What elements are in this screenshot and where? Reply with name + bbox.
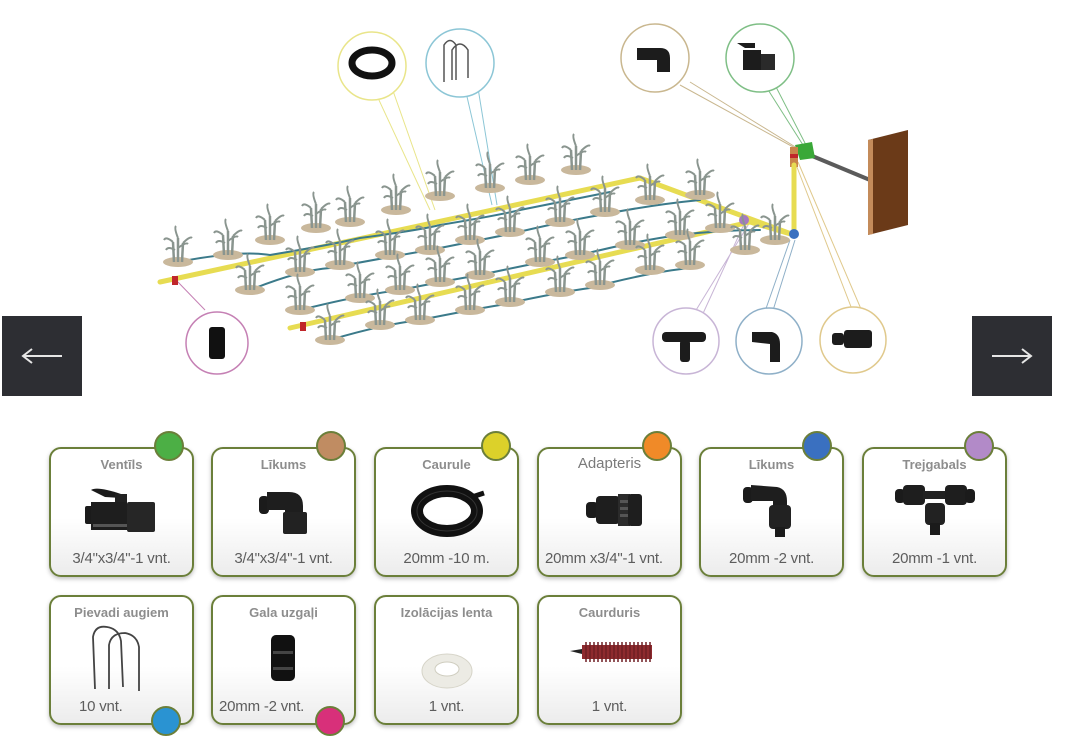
plant-icon [253, 202, 287, 247]
plant-icon [323, 227, 357, 272]
plant-icon [313, 302, 347, 347]
callout-pipe-coil [337, 31, 407, 101]
part-quantity: 20mm -10 m. [403, 550, 490, 567]
part-name: Gala uzgaļi [249, 605, 318, 620]
part-quantity: 3/4"x3/4"-1 vnt. [72, 550, 171, 567]
part-card-pipe: Caurule 20mm -10 m. [374, 447, 519, 577]
pipe-coil-icon [410, 485, 485, 537]
arrow-left-icon [21, 348, 62, 364]
valve-icon [84, 488, 155, 532]
plant-icon [333, 184, 367, 229]
plant-icon [473, 150, 507, 195]
plant-icon [663, 197, 697, 242]
callout-tee [652, 307, 720, 375]
part-card-elbow-20mm: Līkums 20mm -2 vnt. [699, 447, 844, 577]
plant-icon [373, 217, 407, 262]
part-name: Līkums [260, 457, 307, 472]
callout-end-cap [185, 311, 249, 375]
part-quantity: 10 vnt. [79, 698, 123, 715]
plant-icon [613, 207, 647, 252]
part-card-plant-stakes: Pievadi augiem 10 vnt. [49, 595, 194, 725]
plant-icon [453, 272, 487, 317]
color-marker-yellow [481, 431, 511, 461]
part-card-tee: Trejgabals 20mm -1 vnt. [862, 447, 1007, 577]
tape-roll-icon [421, 653, 472, 689]
arrow-right-icon [992, 348, 1033, 364]
part-quantity: 1 vnt. [591, 698, 628, 715]
callout-plant-stakes [425, 28, 495, 98]
plant-icon [423, 158, 457, 203]
part-name: Pievadi augiem [74, 605, 169, 620]
plant-icon [299, 190, 333, 235]
part-name: Caurule [422, 457, 471, 472]
part-quantity: 20mm -1 vnt. [891, 550, 978, 567]
part-quantity: 20mm x3/4"-1 vnt. [545, 550, 663, 567]
color-marker-light-blue [151, 706, 181, 736]
part-card-end-caps: Gala uzgaļi 20mm -2 vnt. [211, 595, 356, 725]
previous-slide-button[interactable] [2, 316, 82, 396]
part-name: Ventīls [100, 457, 143, 472]
part-name: Līkums [748, 457, 795, 472]
color-marker-pink [315, 706, 345, 736]
part-name: Adapteris [577, 455, 642, 472]
part-quantity: 20mm -2 vnt. [728, 550, 815, 567]
plant-icon [283, 272, 317, 317]
plant-icon [161, 224, 195, 269]
plant-icon [379, 172, 413, 217]
callout-elbow-3-4 [620, 23, 690, 93]
plant-icon [523, 224, 557, 269]
part-card-valve: Ventīls 3/4"x3/4"-1 vnt. [49, 447, 194, 577]
part-card-elbow-3-4: Līkums 3/4"x3/4"-1 vnt. [211, 447, 356, 577]
plant-icon [283, 234, 317, 279]
tee-icon [894, 485, 975, 535]
part-card-insulation-tape: Izolācijas lenta 1 vnt. [374, 595, 519, 725]
plant-icon [559, 132, 593, 177]
color-marker-green [154, 431, 184, 461]
callout-adapter [819, 306, 887, 374]
callout-valve [725, 23, 795, 93]
color-marker-purple [964, 431, 994, 461]
water-source [790, 130, 908, 235]
color-marker-blue [802, 431, 832, 461]
hole-punch-icon [569, 642, 652, 662]
plant-stake-icon [91, 625, 140, 691]
elbow-icon [742, 485, 791, 537]
plant-icon [383, 252, 417, 297]
part-name: Caurduris [578, 605, 641, 620]
part-card-hole-punch: Caurduris 1 vnt. [537, 595, 682, 725]
plant-icon [683, 157, 717, 202]
part-quantity: 1 vnt. [428, 698, 465, 715]
callout-lines [175, 81, 871, 331]
part-name: Izolācijas lenta [400, 605, 493, 620]
plant-icon [493, 264, 527, 309]
elbow-icon [258, 492, 307, 534]
color-marker-orange [642, 431, 672, 461]
part-card-adapter: Adapteris 20mm x3/4"-1 vnt. [537, 447, 682, 577]
irrigation-diagram [157, 23, 908, 375]
part-quantity: 3/4"x3/4"-1 vnt. [234, 550, 333, 567]
next-slide-button[interactable] [972, 316, 1052, 396]
part-name: Trejgabals [902, 457, 967, 472]
callout-elbow-20mm [735, 307, 803, 375]
end-cap-icon [270, 635, 295, 681]
color-marker-tan [316, 431, 346, 461]
plant-icon [513, 142, 547, 187]
plant-icon [463, 237, 497, 282]
plant-icon [211, 217, 245, 262]
adapter-icon [585, 494, 642, 526]
part-quantity: 20mm -2 vnt. [219, 698, 305, 715]
